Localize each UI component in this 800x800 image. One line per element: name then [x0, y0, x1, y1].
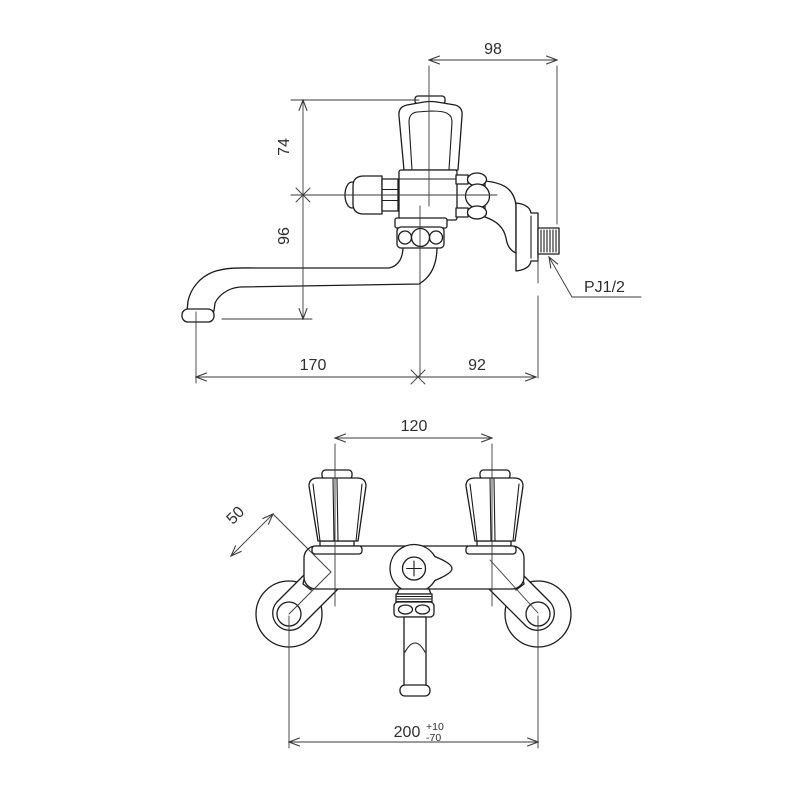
thread-leader-line	[549, 257, 642, 298]
dim-line-50	[231, 514, 273, 556]
dim-label-74: 74	[276, 138, 293, 156]
front-view-dimensions: 120 50 200 +10 -70	[224, 418, 539, 749]
left-base-skirt	[311, 545, 363, 555]
threaded-nipple	[537, 227, 560, 255]
dim-label-50: 50	[224, 503, 249, 528]
outlet-pipe	[403, 616, 427, 688]
dim-label-200: 200	[394, 724, 421, 741]
right-leg-axis-line	[489, 559, 539, 614]
ext-line-50	[272, 513, 332, 573]
side-view-faucet	[181, 95, 560, 323]
tick-170-92	[410, 369, 426, 385]
outlet-pipe-collar	[399, 684, 431, 697]
side-view-dimensions: 98 74 96 170 92 PJ1/2	[196, 41, 642, 385]
side-wall-pipe	[484, 180, 560, 272]
dim-label-98: 98	[484, 41, 502, 58]
front-left-knob	[308, 469, 367, 542]
dim-label-200-tol-plus: +10	[426, 721, 444, 733]
outlet-stack	[393, 588, 435, 697]
dim-label-200-tol-minus: -70	[426, 732, 441, 744]
front-right-knob	[465, 469, 524, 542]
dim-label-120: 120	[401, 418, 428, 435]
right-base-skirt	[465, 545, 517, 555]
dim-label-92: 92	[468, 357, 486, 374]
side-spout-nut	[394, 217, 448, 249]
dim-label-96: 96	[276, 227, 293, 245]
front-view-faucet	[255, 469, 572, 697]
spout-outlet-tip	[181, 308, 215, 323]
tick-74-96	[295, 187, 311, 203]
thread-label: PJ1/2	[584, 279, 625, 296]
dim-label-170: 170	[300, 357, 327, 374]
side-handle-knob	[398, 95, 463, 171]
side-spout	[181, 246, 438, 323]
leg-axis-line	[288, 571, 332, 615]
side-coupling	[455, 172, 491, 220]
